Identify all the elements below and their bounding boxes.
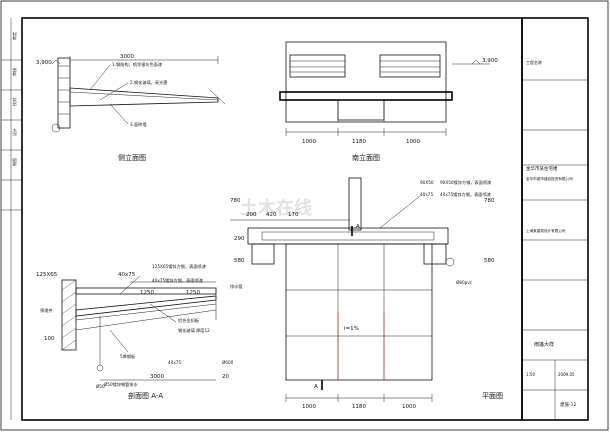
section-dim-1250a: 1250 xyxy=(140,290,154,296)
tb-owner: 金华市城市建设投资有限公司 xyxy=(526,176,573,181)
section-dim-100: 100 xyxy=(44,336,55,342)
section-label-embed: 预埋件 xyxy=(40,307,53,314)
section-label-600: Ø600 xyxy=(222,360,234,365)
plan-dim-580-right: 580 xyxy=(484,258,495,264)
section-note-6: Ø50镀锌钢管排水 xyxy=(104,381,139,388)
front-dim-1: 1000 xyxy=(302,139,316,145)
section-note-1: 125X65镀锌方钢，表面喷漆 xyxy=(152,263,206,270)
section-note-3: 铝合金扣板 xyxy=(178,317,200,324)
section-dim-125x65: 125X65 xyxy=(36,272,58,278)
tb-drawing-name: 雨篷大样 xyxy=(534,341,554,348)
plan-section-a-top: A xyxy=(356,224,360,230)
front-elevation-title: 南立面图 xyxy=(352,153,380,162)
section-note-5: 5厚钢板 xyxy=(120,353,136,360)
stamp-label-4: 制图 xyxy=(11,158,17,166)
stamp-label-0: 审定 xyxy=(11,32,17,40)
plan-dim-90x50: 90X50 xyxy=(420,180,434,185)
front-dim-level: 3,900 xyxy=(482,58,498,64)
section-dim-1250b: 1250 xyxy=(186,290,200,296)
plan-label-slope: i=1% xyxy=(344,326,359,332)
plan-dim-780-right: 780 xyxy=(484,198,495,204)
section-label-drain: 排水管 xyxy=(230,283,243,290)
plan-view: Ø80pvc i=1% A A 90X50 90X50镀锌方钢，表面喷漆 40x… xyxy=(230,177,503,410)
left-stamp-column: 审定 审核 校对 设计 制图 xyxy=(1,18,22,420)
section-dim-40x75-bottom: 40x75 xyxy=(168,360,181,365)
tb-designer: 上海某建筑设计有限公司 xyxy=(526,228,566,233)
side-note-1: 1.钢结构，喷涂银灰色面漆 xyxy=(112,61,162,68)
plan-dim-170: 170 xyxy=(288,212,299,218)
plan-title: 平面图 xyxy=(482,392,503,400)
front-dim-2: 1180 xyxy=(352,139,366,145)
title-block-frame xyxy=(521,17,589,421)
tb-drawing-no: 建施-12 xyxy=(560,401,576,408)
tb-scale: 1:50 xyxy=(526,372,535,377)
plan-section-a-bottom: A xyxy=(314,384,318,390)
plan-note-1: 90X50镀锌方钢，表面喷漆 xyxy=(440,179,491,186)
stamp-label-1: 审核 xyxy=(11,68,17,76)
section-dim-40x75: 40x75 xyxy=(118,272,136,278)
section-dim-20: 20 xyxy=(222,374,229,380)
section-label-50: Ø50 xyxy=(96,384,105,389)
drawing-frame xyxy=(21,17,523,421)
plan-dim-780-left: 780 xyxy=(230,198,241,204)
side-note-2: 2.钢化玻璃，采光罩 xyxy=(130,79,168,86)
section-note-4: 钢化玻璃 厚度12 xyxy=(178,327,210,334)
plan-label-pvc: Ø80pvc xyxy=(456,280,473,285)
section-view: 125X65 40x75 1250 1250 预埋件 排水管 125X65镀锌方… xyxy=(36,263,243,400)
plan-dim-bottom-2: 1180 xyxy=(352,404,366,410)
section-note-2: 40x75镀锌方钢，表面喷漆 xyxy=(152,277,203,284)
title-block: 工程名称 金华市某住宅楼 金华市城市建设投资有限公司 上海某建筑设计有限公司 雨… xyxy=(522,59,588,420)
stamp-label-2: 校对 xyxy=(11,98,17,106)
tb-date: 2009.05 xyxy=(558,372,575,377)
plan-dim-40x75: 40x75 xyxy=(420,192,433,197)
side-elevation-title: 侧立面图 xyxy=(118,153,146,162)
section-dim-3000: 3000 xyxy=(150,374,164,380)
side-dim-level: 3,900 xyxy=(36,60,52,66)
watermark: 土木在线 xyxy=(240,197,312,219)
plan-note-2: 40x75镀锌方钢，表面喷漆 xyxy=(440,191,491,198)
front-elevation-view: 3,900 1000 1180 1000 南立面图 xyxy=(279,41,498,162)
tb-project-label: 工程名称 xyxy=(526,59,542,65)
plan-dim-bottom-1: 1000 xyxy=(302,404,316,410)
tb-project: 金华市某住宅楼 xyxy=(526,165,558,172)
side-note-3: 3.面砖墙 xyxy=(130,121,147,128)
plan-dim-420: 420 xyxy=(266,212,277,218)
stamp-label-3: 设计 xyxy=(11,128,17,136)
section-title: 剖面图 A-A xyxy=(128,391,163,400)
plan-dim-580-left: 580 xyxy=(234,258,245,264)
side-dim-width: 3000 xyxy=(120,54,134,60)
plan-dim-bottom-3: 1000 xyxy=(402,404,416,410)
plan-dim-200: 200 xyxy=(246,212,257,218)
side-elevation-view: 3000 3,900 1.钢结构，喷涂银灰色面漆 2.钢化玻璃，采光罩 3.面砖… xyxy=(36,54,226,162)
front-dim-3: 1000 xyxy=(406,139,420,145)
plan-dim-290: 290 xyxy=(234,236,245,242)
